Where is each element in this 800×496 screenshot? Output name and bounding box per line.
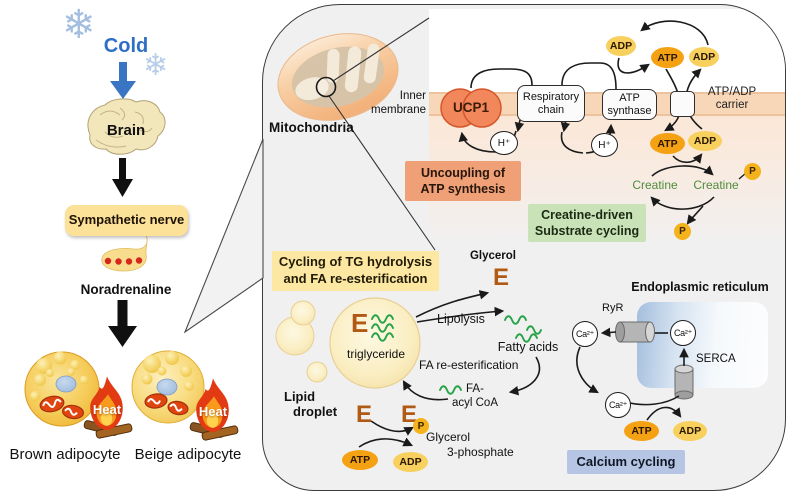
h-plus-ion: H⁺ — [591, 133, 618, 157]
ryr-label: RyR — [602, 302, 624, 314]
atp-molecule: ATP — [650, 133, 685, 154]
enzyme-letter: E — [356, 401, 373, 428]
serca-label: SERCA — [696, 353, 736, 365]
beige-adipocyte-label: Beige adipocyte — [134, 446, 242, 463]
enzyme-letter: E — [493, 264, 510, 291]
calcium-ion: Ca²⁺ — [605, 392, 631, 418]
mitochondria-label: Mitochondria — [269, 120, 354, 135]
brown-adipocyte-cell — [24, 351, 100, 427]
calcium-cycling-box: Calcium cycling — [567, 450, 685, 474]
glycerol-3p-label: 3-phosphate — [447, 445, 514, 459]
nerve-terminal — [101, 234, 148, 272]
tg-cycling-box: Cycling of TG hydrolysis and FA re-ester… — [272, 251, 439, 291]
adp-molecule: ADP — [688, 131, 722, 151]
fa-reesterification-label: FA re-esterification — [419, 358, 519, 372]
atp-adp-carrier-channel — [670, 91, 695, 117]
snowflake-icon: ❄ — [143, 49, 169, 82]
cell-detail-panel — [262, 4, 786, 491]
creatine-label: Creatine — [693, 178, 739, 192]
adp-molecule: ADP — [689, 47, 719, 67]
lipid-droplet-label: Lipid — [284, 389, 316, 404]
h-plus-ion: H⁺ — [490, 131, 518, 155]
noradrenaline-label: Noradrenaline — [80, 282, 172, 297]
adp-molecule: ADP — [393, 452, 428, 472]
inner-membrane-label: Inner membrane — [371, 90, 426, 116]
uncoupling-box: Uncoupling of ATP synthesis — [405, 161, 521, 201]
lipid-droplet-label: droplet — [293, 404, 338, 419]
atp-molecule: ATP — [651, 47, 684, 68]
phosphate-molecule: P — [413, 418, 429, 434]
adp-molecule: ADP — [673, 421, 707, 441]
er-title: Endoplasmic reticulum — [631, 280, 769, 294]
respiratory-chain-box: Respiratory chain — [517, 85, 585, 122]
snowflake-icon: ❄ — [62, 3, 96, 47]
cold-label: Cold — [103, 35, 149, 57]
calcium-ion: Ca²⁺ — [670, 320, 696, 346]
sympathetic-nerve-box: Sympathetic nerve — [65, 205, 188, 236]
atp-molecule: ATP — [624, 421, 659, 441]
brain-to-nerve-arrow — [112, 158, 133, 197]
fa-acyl-coa-label: FA- acyl CoA — [451, 383, 499, 409]
phosphate-molecule: P — [744, 163, 761, 180]
noradrenaline-to-cells-arrow — [108, 300, 137, 347]
heat-label: Heat — [198, 404, 228, 419]
atp-adp-carrier-label: ATP/ADP carrier — [707, 86, 757, 111]
zoom-cone — [183, 138, 264, 334]
heat-label: Heat — [92, 402, 122, 417]
endoplasmic-reticulum-body — [637, 302, 768, 388]
brown-adipocyte-label: Brown adipocyte — [9, 446, 121, 463]
calcium-ion: Ca²⁺ — [572, 321, 598, 347]
beige-adipocyte-cell — [131, 350, 205, 424]
triglyceride-label: triglyceride — [346, 347, 406, 361]
brain-label: Brain — [106, 122, 146, 139]
atp-molecule: ATP — [342, 450, 378, 470]
ucp1-label: UCP1 — [452, 100, 489, 115]
phosphate-molecule: P — [674, 223, 691, 240]
creatine-label: Creatine — [632, 178, 678, 192]
creatine-cycling-box: Creatine-driven Substrate cycling — [528, 204, 646, 242]
lipolysis-label: Lipolysis — [437, 312, 485, 326]
enzyme-letter: E — [351, 308, 369, 338]
adp-molecule: ADP — [606, 36, 636, 56]
glycerol-label: Glycerol — [469, 250, 517, 262]
atp-synthase-box: ATP synthase — [602, 89, 657, 120]
glycerol-3p-label: Glycerol — [426, 430, 471, 444]
fatty-acids-label: Fatty acids — [497, 340, 559, 354]
cold-arrow — [110, 62, 136, 99]
